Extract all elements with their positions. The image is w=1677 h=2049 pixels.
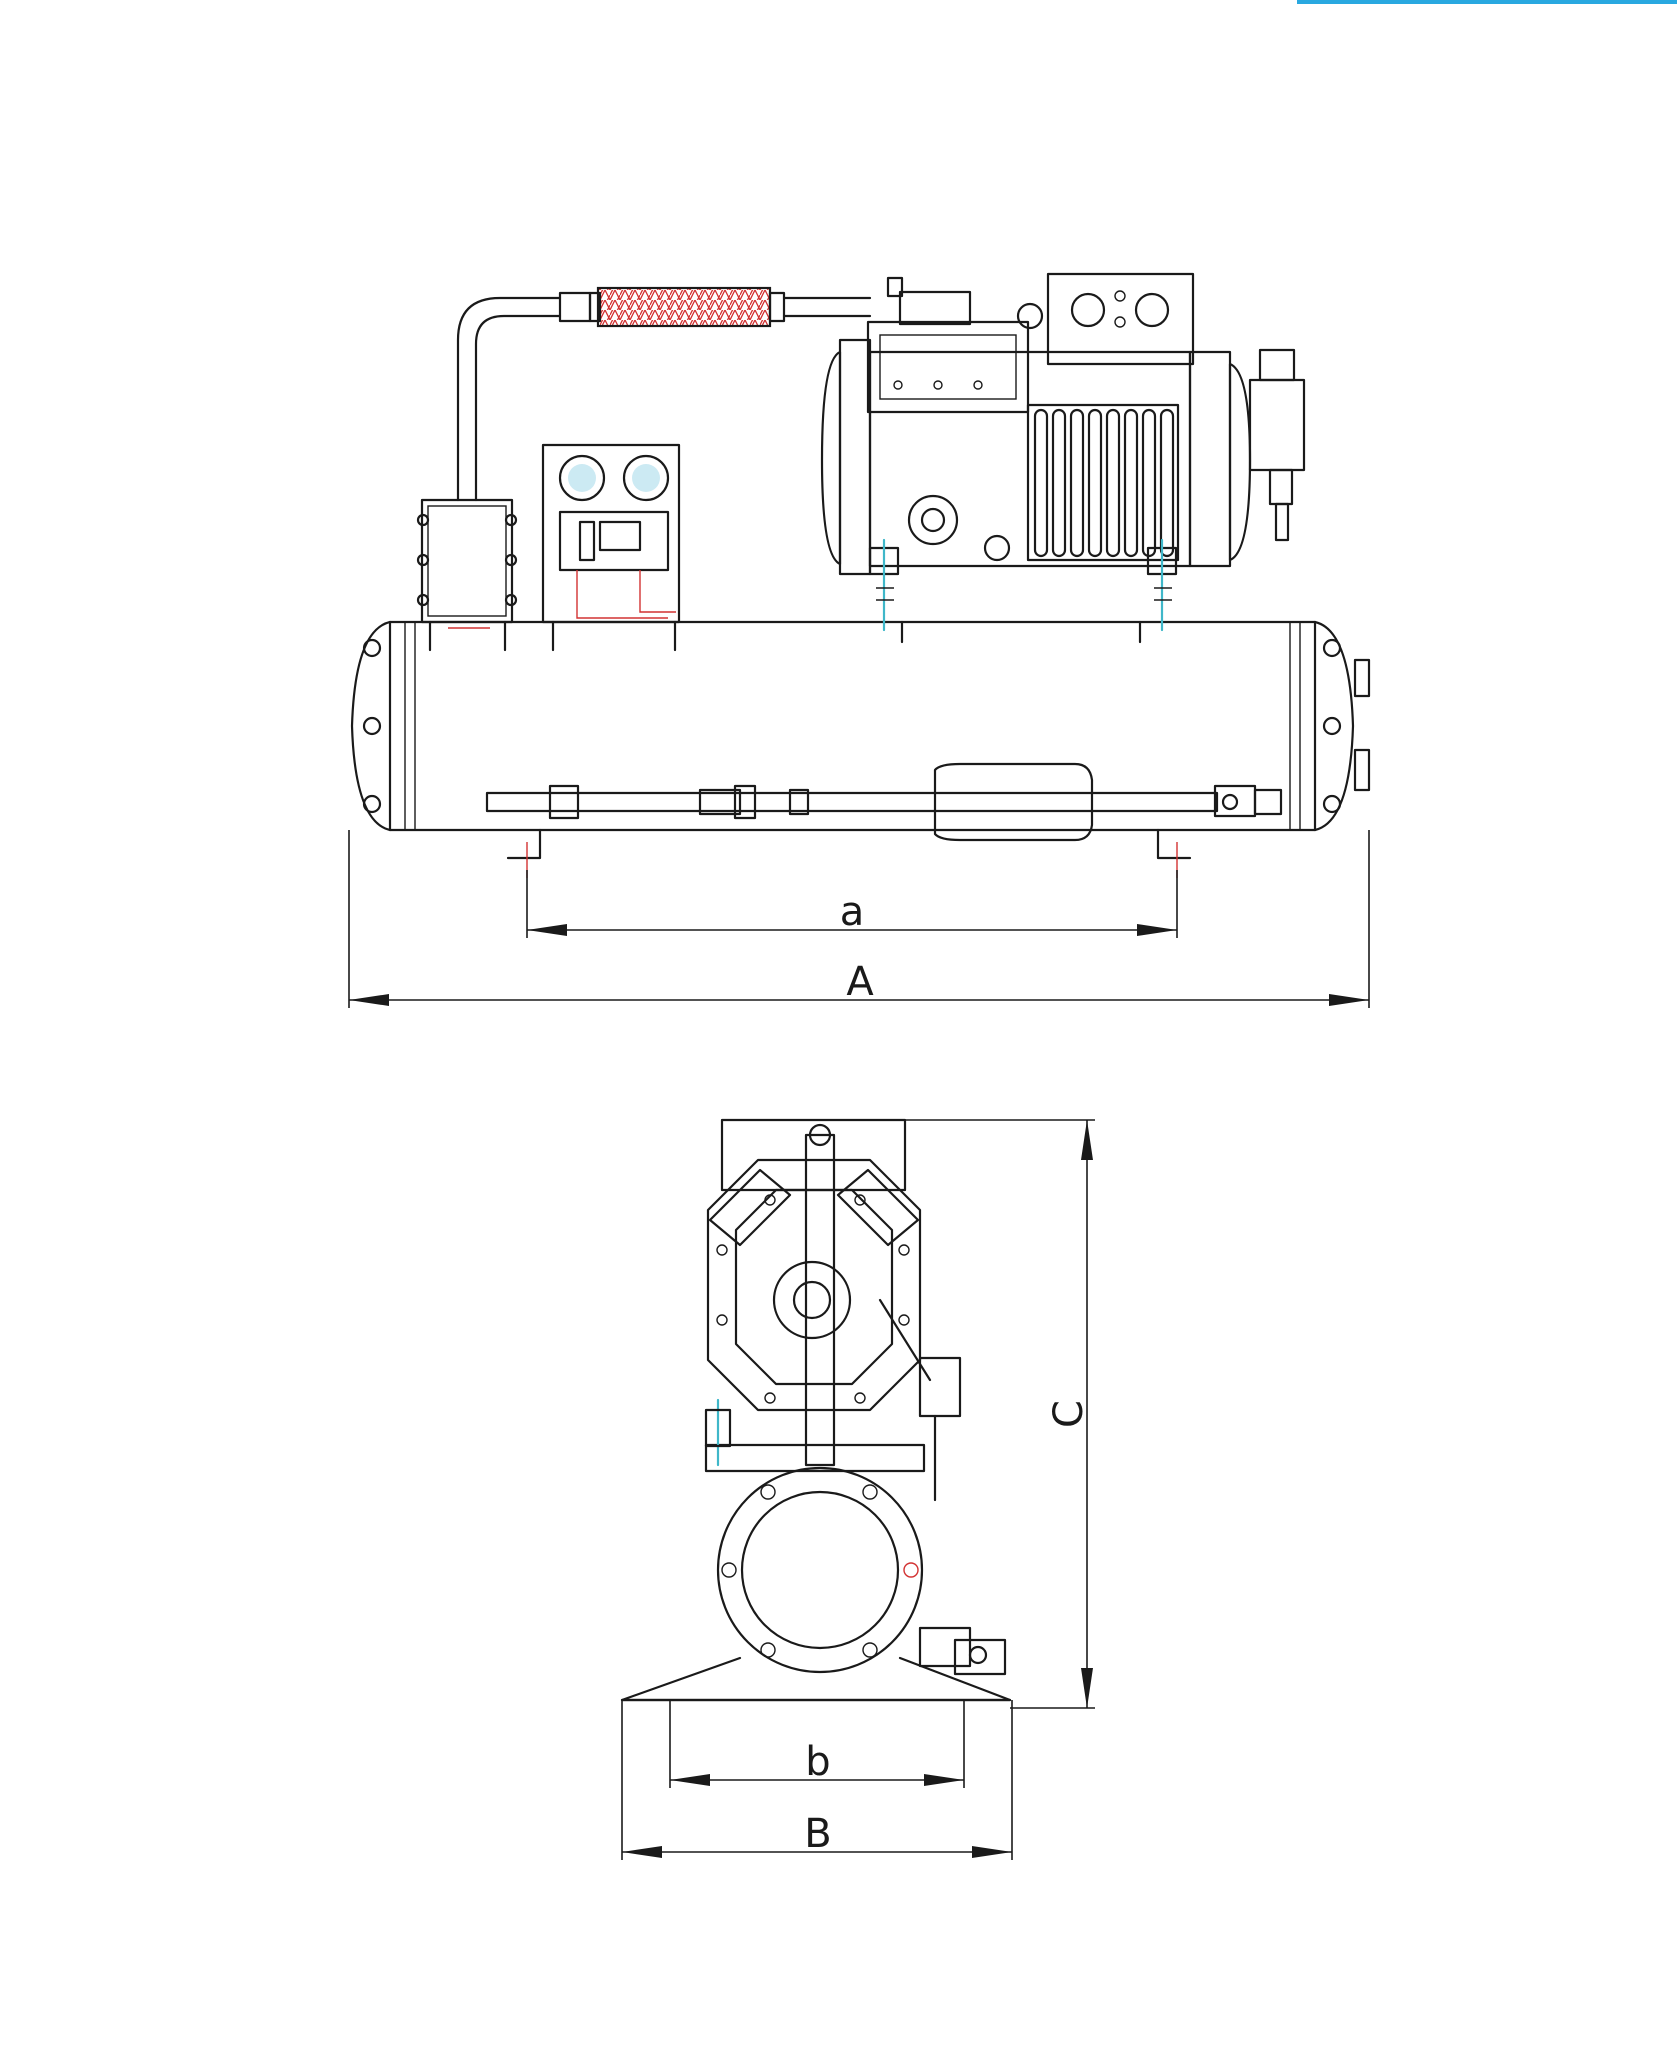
- dim-label-A: A: [846, 959, 874, 1005]
- dimension-a: [526, 870, 1178, 938]
- top-view: a A: [348, 272, 1371, 1008]
- dim-label-a: a: [840, 889, 865, 935]
- compressor-end-view: [706, 1158, 922, 1412]
- side-view: b B C: [620, 1118, 1095, 1860]
- accent-bar: [1297, 0, 1677, 4]
- receiver-end-view: [716, 1466, 924, 1674]
- junction-box: [416, 498, 518, 652]
- suction-pipe: [456, 286, 872, 502]
- tank-feet: [506, 828, 1192, 878]
- dimension-A: [348, 830, 1370, 1008]
- compressor: [820, 272, 1306, 576]
- pressure-control-panel: [541, 443, 681, 652]
- liquid-line: [485, 762, 1283, 842]
- receiver-tank: [350, 620, 1371, 832]
- dim-label-C: C: [1046, 1400, 1092, 1428]
- motor-fins: [1033, 408, 1175, 558]
- dimension-B: [621, 1700, 1013, 1860]
- dimension-b: [669, 1700, 965, 1788]
- dimension-C: [905, 1119, 1095, 1709]
- dim-label-b: b: [805, 1739, 830, 1785]
- compressor-mounts: [868, 538, 1178, 644]
- dim-label-B: B: [804, 1811, 831, 1857]
